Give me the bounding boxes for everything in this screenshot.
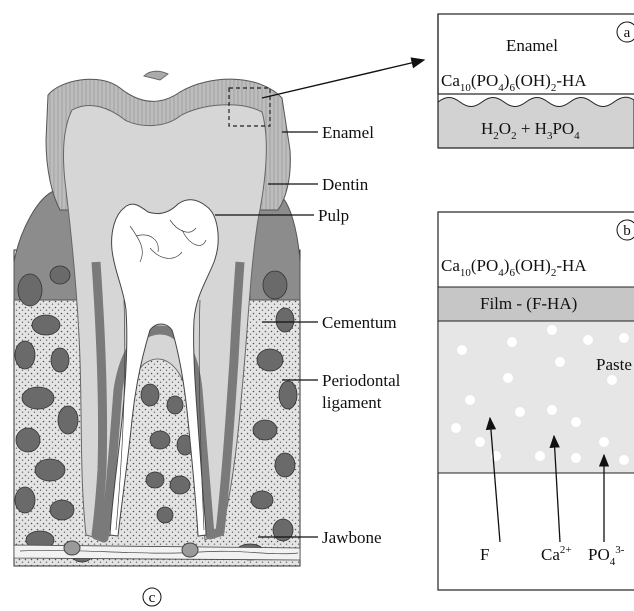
ion-ca-charge: 2+ <box>560 544 572 556</box>
apex-left <box>64 541 80 555</box>
panel-b-paste-label: Paste <box>596 355 632 374</box>
ion-f-label: F <box>480 545 489 564</box>
formula-part: Ca <box>441 256 460 275</box>
formula-part: -HA <box>556 256 587 275</box>
formula-part: + H <box>517 119 547 138</box>
label-enamel: Enamel <box>322 123 374 142</box>
formula-part: 4 <box>574 130 580 142</box>
label-jawbone: Jawbone <box>322 528 381 547</box>
panel-a-enamel-label: Enamel <box>506 36 558 55</box>
enamel-cusp <box>144 71 168 80</box>
panel-b-film-label: Film - (F-HA) <box>480 294 577 313</box>
formula-part: (PO <box>471 256 498 275</box>
panel-b-letter: b <box>623 223 631 239</box>
formula-part: PO <box>552 119 574 138</box>
ion-ca-symbol: Ca <box>541 545 560 564</box>
label-cementum: Cementum <box>322 313 397 332</box>
formula-part: 10 <box>460 82 472 94</box>
formula-part: (OH) <box>515 71 551 90</box>
label-periodontal: Periodontal <box>322 371 401 390</box>
formula-part: Ca <box>441 71 460 90</box>
formula-part: H <box>481 119 493 138</box>
label-ligament: ligament <box>322 393 382 412</box>
apex-right <box>182 543 198 557</box>
ion-po-symbol: PO <box>588 545 610 564</box>
formula-part: 10 <box>460 267 472 279</box>
formula-part: (PO <box>471 71 498 90</box>
formula-part: O <box>499 119 511 138</box>
formula-part: (OH) <box>515 256 551 275</box>
label-dentin: Dentin <box>322 175 369 194</box>
ion-po-charge: 3- <box>615 544 625 556</box>
formula-part: -HA <box>556 71 587 90</box>
ion-po-sub: 4 <box>610 556 616 568</box>
panel-c-letter: c <box>149 590 156 606</box>
callout-arrow <box>262 60 424 98</box>
panel-a-letter: a <box>624 25 631 41</box>
label-pulp: Pulp <box>318 206 349 225</box>
